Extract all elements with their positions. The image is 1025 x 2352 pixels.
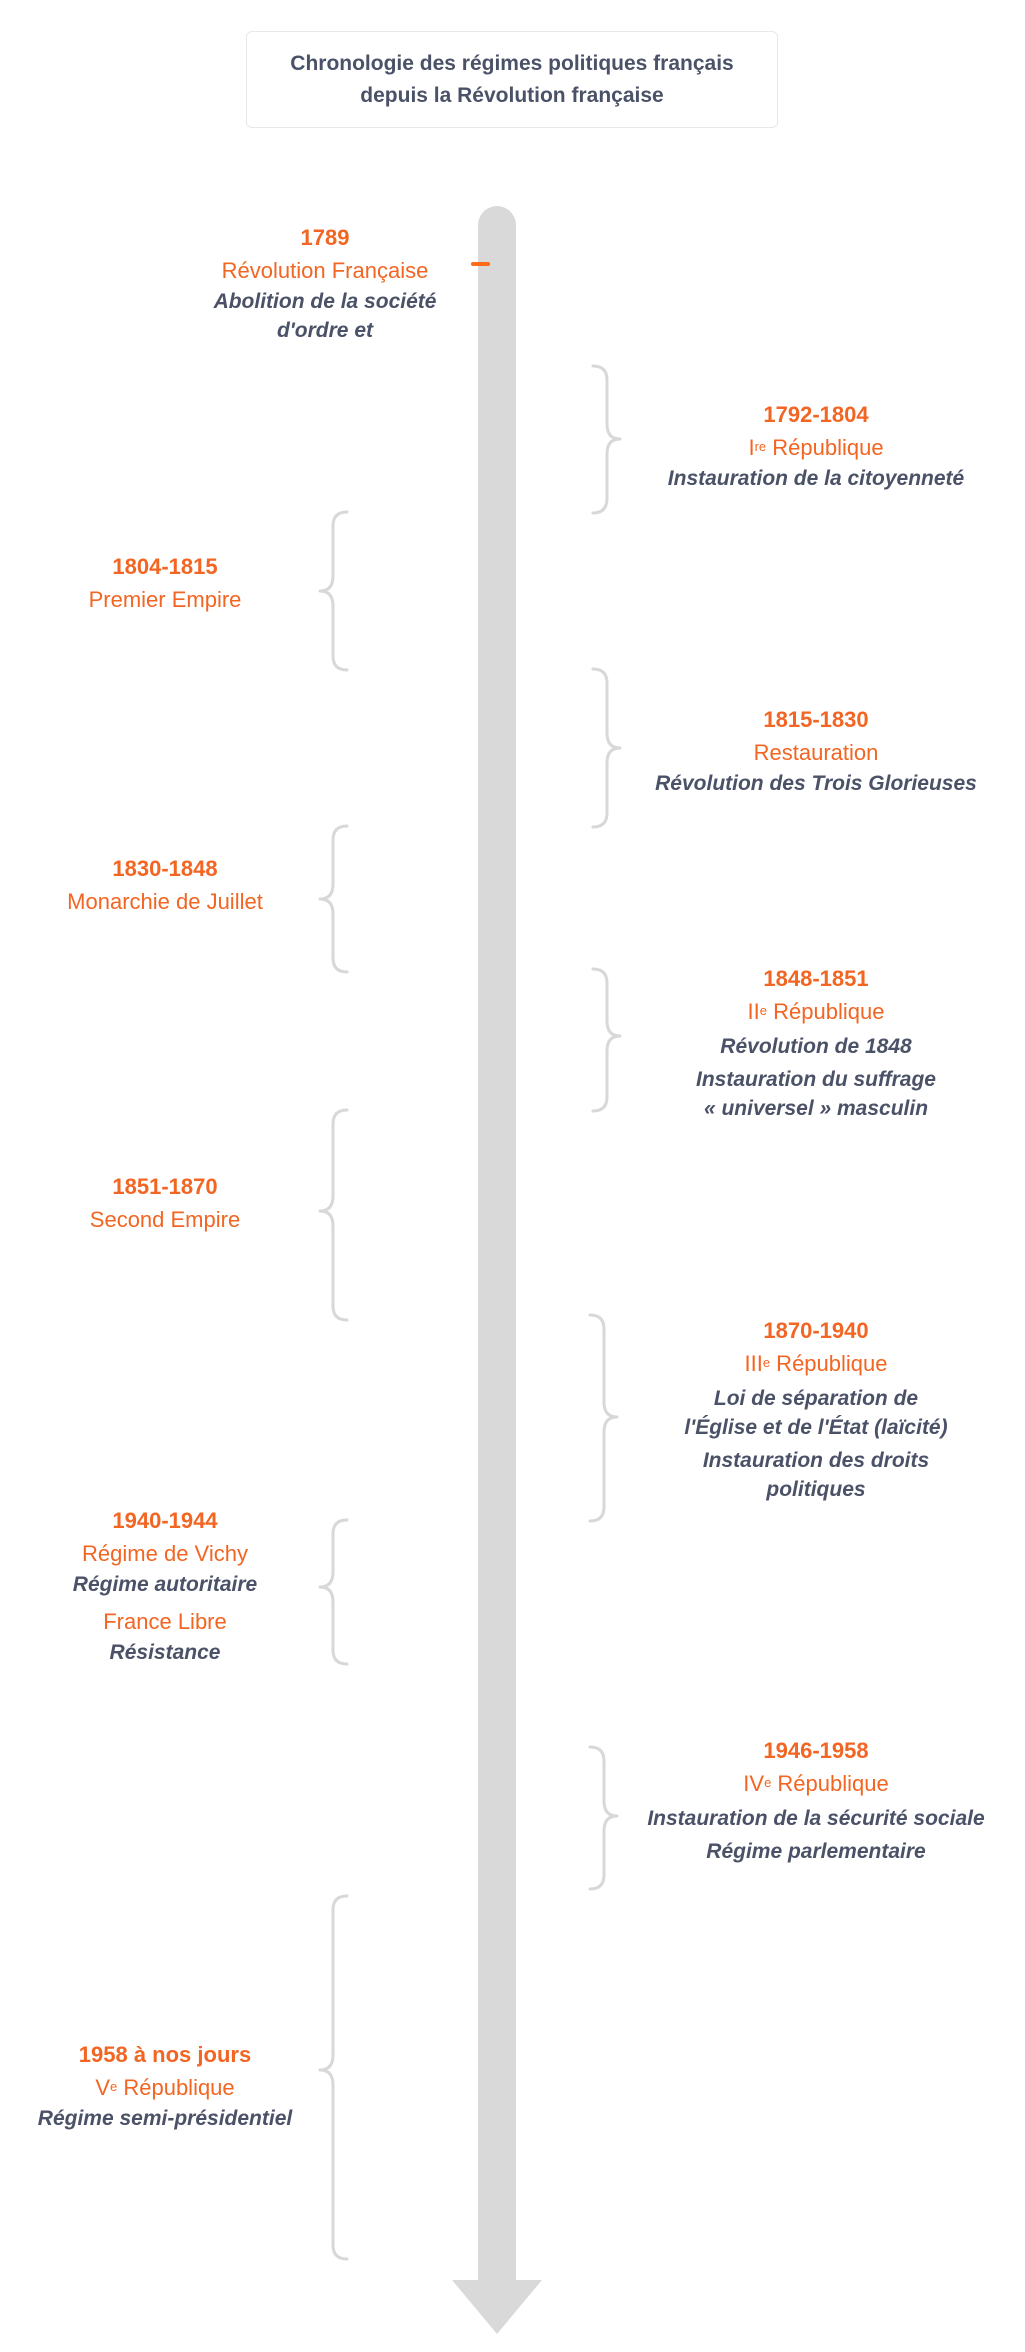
- entry-1789: 1789 Révolution Française Abolition de l…: [160, 221, 490, 345]
- entry-year: 1851-1870: [112, 1174, 218, 1199]
- brace-1851-1870: [318, 1108, 349, 1322]
- entry-note: Abolition de la société: [213, 290, 437, 313]
- entry-1848-1851: 1848-1851 IIe République Révolution de 1…: [631, 962, 1001, 1123]
- entry-regime-secondary: France Libre: [103, 1609, 227, 1634]
- timeline-arrow-head: [452, 2280, 542, 2334]
- entry-year: 1958 à nos jours: [78, 2042, 252, 2067]
- brace-1815-1830: [591, 667, 622, 829]
- entry-regime: Restauration: [753, 740, 879, 765]
- brace-1940-1944: [318, 1518, 349, 1666]
- entry-1815-1830: 1815-1830 Restauration Révolution des Tr…: [631, 703, 1001, 798]
- entry-year: 1792-1804: [763, 402, 869, 427]
- entry-1940-1944: 1940-1944 Régime de Vichy Régime autorit…: [0, 1504, 330, 1667]
- timeline-tick-1789: [471, 262, 490, 266]
- entry-note: Révolution de 1848: [720, 1035, 912, 1058]
- entry-note: Régime autoritaire: [72, 1573, 258, 1596]
- diagram-title-box: Chronologie des régimes politiques franç…: [246, 31, 778, 128]
- timeline-axis: [478, 206, 516, 2286]
- entry-regime: IIe République: [747, 999, 885, 1024]
- entry-note: Révolution des Trois Glorieuses: [655, 772, 977, 795]
- entry-year: 1870-1940: [763, 1318, 869, 1343]
- brace-1804-1815: [318, 510, 349, 672]
- entry-regime: Monarchie de Juillet: [67, 889, 263, 914]
- entry-year: 1940-1944: [112, 1508, 218, 1533]
- entry-note: « universel » masculin: [703, 1097, 929, 1120]
- entry-year: 1789: [300, 225, 350, 250]
- entry-note: Instauration de la sécurité sociale: [647, 1807, 985, 1830]
- entry-regime: Ve République: [95, 2075, 235, 2100]
- entry-regime: Premier Empire: [88, 587, 242, 612]
- entry-note: d'ordre et: [276, 319, 373, 342]
- entry-regime: IVe République: [743, 1771, 889, 1796]
- entry-note: politiques: [766, 1478, 866, 1501]
- entry-year: 1830-1848: [112, 856, 218, 881]
- entry-1851-1870: 1851-1870 Second Empire: [0, 1170, 330, 1236]
- brace-1792-1804: [591, 364, 622, 515]
- brace-1958-present: [318, 1894, 349, 2261]
- brace-1870-1940: [588, 1313, 619, 1523]
- brace-1946-1958: [588, 1745, 619, 1891]
- brace-1830-1848: [318, 824, 349, 974]
- entry-note: Résistance: [109, 1641, 221, 1664]
- title-line-2: depuis la Révolution française: [360, 83, 664, 107]
- entry-note: Loi de séparation de: [713, 1387, 919, 1410]
- entry-note: Régime parlementaire: [706, 1840, 926, 1863]
- entry-regime: Second Empire: [89, 1207, 241, 1232]
- entry-regime: Ire République: [748, 435, 884, 460]
- entry-1792-1804: 1792-1804 Ire République Instauration de…: [631, 398, 1001, 493]
- entry-1870-1940: 1870-1940 IIIe République Loi de séparat…: [631, 1314, 1001, 1504]
- brace-1848-1851: [591, 967, 622, 1113]
- entry-year: 1848-1851: [763, 966, 869, 991]
- entry-regime: Régime de Vichy: [82, 1541, 248, 1566]
- entry-1804-1815: 1804-1815 Premier Empire: [0, 550, 330, 616]
- entry-note: l'Église et de l'État (laïcité): [684, 1416, 948, 1439]
- title-line-1: Chronologie des régimes politiques franç…: [290, 51, 734, 75]
- entry-year: 1946-1958: [763, 1738, 869, 1763]
- entry-year: 1804-1815: [112, 554, 218, 579]
- entry-year: 1815-1830: [763, 707, 869, 732]
- entry-note: Instauration des droits: [702, 1449, 930, 1472]
- entry-note: Instauration du suffrage: [696, 1068, 936, 1091]
- entry-1958-present: 1958 à nos jours Ve République Régime se…: [0, 2038, 330, 2133]
- entry-1830-1848: 1830-1848 Monarchie de Juillet: [0, 852, 330, 918]
- entry-regime: IIIe République: [744, 1351, 888, 1376]
- entry-note: Régime semi-présidentiel: [37, 2107, 293, 2130]
- entry-regime: Révolution Française: [221, 258, 429, 283]
- entry-note: Instauration de la citoyenneté: [667, 467, 965, 490]
- entry-1946-1958: 1946-1958 IVe République Instauration de…: [631, 1734, 1001, 1866]
